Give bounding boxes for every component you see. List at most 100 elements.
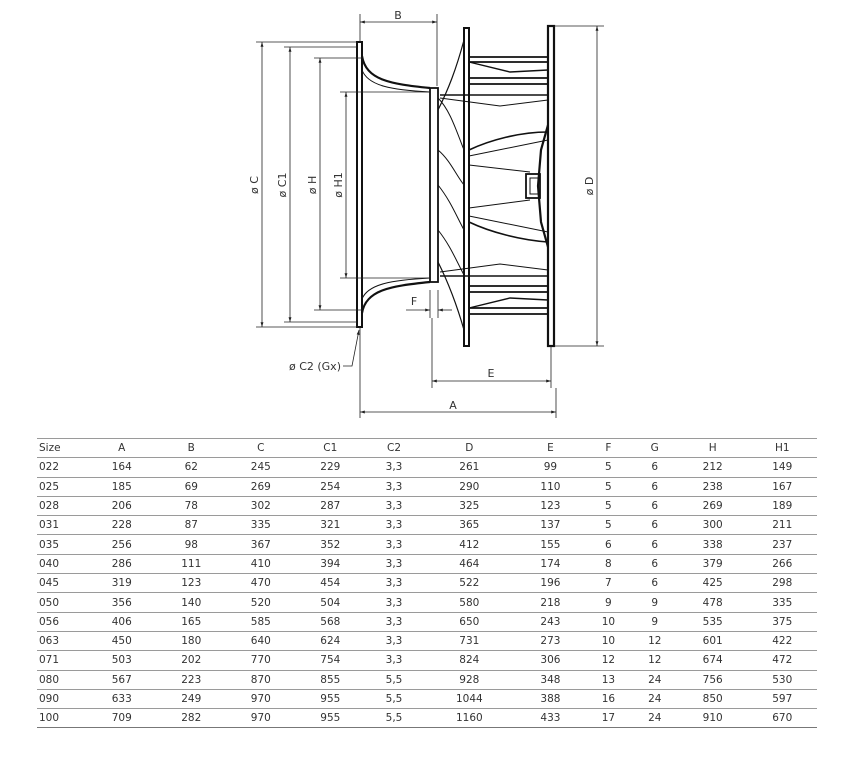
table-cell: 071 bbox=[37, 650, 87, 671]
table-cell: 955 bbox=[295, 708, 366, 729]
table-cell: 335 bbox=[226, 515, 296, 536]
table-cell: 970 bbox=[226, 708, 296, 729]
table-cell: 111 bbox=[156, 554, 227, 575]
fan-outline bbox=[356, 24, 556, 348]
column-header: F bbox=[585, 437, 632, 459]
table-cell: 306 bbox=[515, 650, 586, 671]
table-cell: 045 bbox=[37, 573, 87, 594]
column-header: G bbox=[631, 437, 678, 459]
table-cell: 13 bbox=[585, 670, 632, 690]
table-cell: 185 bbox=[87, 477, 157, 497]
table-cell: 149 bbox=[747, 457, 817, 478]
table-cell: 450 bbox=[87, 631, 157, 652]
table-cell: 5 bbox=[585, 477, 632, 497]
table-cell: 870 bbox=[226, 670, 296, 690]
table-cell: 223 bbox=[156, 670, 227, 690]
dimension-labels: B ø C ø C1 ø H ø H1 ø D F E A ø C2 (Gx) bbox=[248, 9, 596, 412]
table-cell: 269 bbox=[226, 477, 296, 497]
table-cell: 269 bbox=[677, 496, 748, 517]
table-cell: 302 bbox=[226, 496, 296, 517]
column-header: C bbox=[226, 437, 296, 459]
table-cell: 855 bbox=[295, 670, 366, 690]
table-cell: 123 bbox=[156, 573, 227, 594]
table-cell: 756 bbox=[677, 670, 748, 690]
table-cell: 286 bbox=[87, 554, 157, 575]
table-cell: 137 bbox=[515, 515, 586, 536]
table-cell: 040 bbox=[37, 554, 87, 575]
table-cell: 319 bbox=[87, 573, 157, 594]
table-cell: 1160 bbox=[422, 708, 516, 729]
table-cell: 388 bbox=[515, 689, 586, 710]
table-cell: 601 bbox=[677, 631, 748, 652]
table-cell: 12 bbox=[585, 650, 632, 671]
table-cell: 254 bbox=[295, 477, 366, 497]
table-cell: 470 bbox=[226, 573, 296, 594]
column-header: E bbox=[515, 437, 586, 459]
table-cell: 3,3 bbox=[365, 592, 423, 613]
table-cell: 3,3 bbox=[365, 650, 423, 671]
table-cell: 410 bbox=[226, 554, 296, 575]
table-cell: 3,3 bbox=[365, 554, 423, 575]
table-cell: 056 bbox=[37, 612, 87, 632]
label-c: ø C bbox=[248, 176, 261, 194]
table-cell: 970 bbox=[226, 689, 296, 710]
column-header: Size bbox=[37, 437, 87, 459]
table-cell: 585 bbox=[226, 612, 296, 632]
table-cell: 503 bbox=[87, 650, 157, 671]
table-cell: 273 bbox=[515, 631, 586, 652]
column-header: B bbox=[156, 437, 227, 459]
table-cell: 290 bbox=[422, 477, 516, 497]
table-cell: 624 bbox=[295, 631, 366, 652]
table-cell: 770 bbox=[226, 650, 296, 671]
table-cell: 025 bbox=[37, 477, 87, 497]
table-cell: 24 bbox=[631, 689, 678, 710]
dimension-lines bbox=[256, 14, 604, 418]
label-e: E bbox=[488, 367, 495, 380]
table-cell: 202 bbox=[156, 650, 227, 671]
table-cell: 16 bbox=[585, 689, 632, 710]
table-cell: 338 bbox=[677, 534, 748, 555]
table-cell: 3,3 bbox=[365, 496, 423, 517]
table-cell: 597 bbox=[747, 689, 817, 710]
table-cell: 394 bbox=[295, 554, 366, 575]
table-cell: 6 bbox=[631, 457, 678, 478]
table-cell: 10 bbox=[585, 631, 632, 652]
table-cell: 99 bbox=[515, 457, 586, 478]
table-cell: 520 bbox=[226, 592, 296, 613]
table-cell: 5,5 bbox=[365, 708, 423, 729]
table-cell: 422 bbox=[747, 631, 817, 652]
label-a: A bbox=[449, 399, 457, 412]
table-cell: 9 bbox=[631, 612, 678, 632]
column-header: D bbox=[422, 437, 516, 459]
table-cell: 3,3 bbox=[365, 534, 423, 555]
label-c1: ø C1 bbox=[276, 173, 289, 198]
table-cell: 167 bbox=[747, 477, 817, 497]
table-cell: 7 bbox=[585, 573, 632, 594]
table-cell: 87 bbox=[156, 515, 227, 536]
table-cell: 063 bbox=[37, 631, 87, 652]
table-cell: 228 bbox=[87, 515, 157, 536]
table-cell: 3,3 bbox=[365, 631, 423, 652]
table-cell: 567 bbox=[87, 670, 157, 690]
table-cell: 165 bbox=[156, 612, 227, 632]
table-cell: 412 bbox=[422, 534, 516, 555]
table-cell: 8 bbox=[585, 554, 632, 575]
table-cell: 180 bbox=[156, 631, 227, 652]
table-cell: 9 bbox=[585, 592, 632, 613]
table-cell: 24 bbox=[631, 670, 678, 690]
table-cell: 433 bbox=[515, 708, 586, 729]
table-cell: 123 bbox=[515, 496, 586, 517]
table-cell: 348 bbox=[515, 670, 586, 690]
table-cell: 140 bbox=[156, 592, 227, 613]
table-cell: 1044 bbox=[422, 689, 516, 710]
table-cell: 5 bbox=[585, 496, 632, 517]
